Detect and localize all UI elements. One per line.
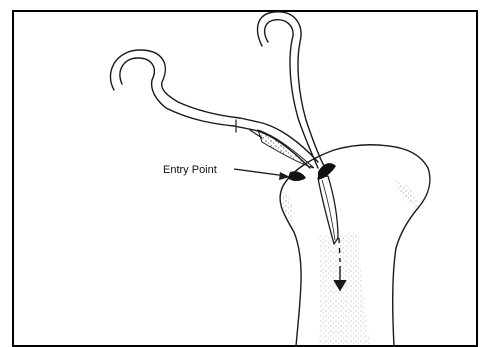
medullary-canal (281, 180, 416, 346)
awl-tip (318, 176, 338, 244)
entry-point-label: Entry Point (163, 164, 217, 176)
entry-point-annotation: Entry Point (163, 164, 290, 180)
entry-point-arrow-line (234, 169, 286, 176)
clamp-instrument (110, 12, 324, 168)
